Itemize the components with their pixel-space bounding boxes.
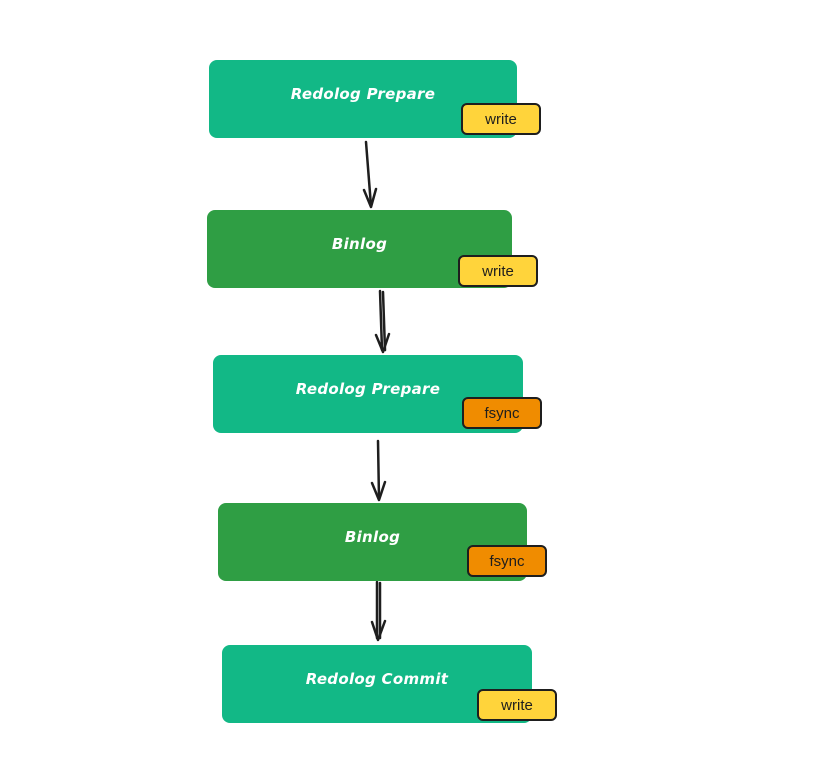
step-title: Redolog Commit — [305, 670, 449, 688]
write-badge: write — [461, 103, 541, 135]
step-title: Binlog — [331, 235, 388, 253]
step-title: Redolog Prepare — [290, 85, 436, 103]
fsync-badge: fsync — [462, 397, 542, 429]
step-title: Binlog — [344, 528, 401, 546]
arrow-4 — [370, 580, 387, 642]
arrow-1 — [362, 140, 378, 209]
arrow-3 — [370, 439, 387, 502]
fsync-badge: fsync — [467, 545, 547, 577]
step-redolog-prepare-fsync: Redolog Prepare — [213, 355, 523, 433]
write-badge: write — [458, 255, 538, 287]
write-badge: write — [477, 689, 557, 721]
step-title: Redolog Prepare — [295, 380, 441, 398]
arrow-2 — [374, 289, 391, 354]
